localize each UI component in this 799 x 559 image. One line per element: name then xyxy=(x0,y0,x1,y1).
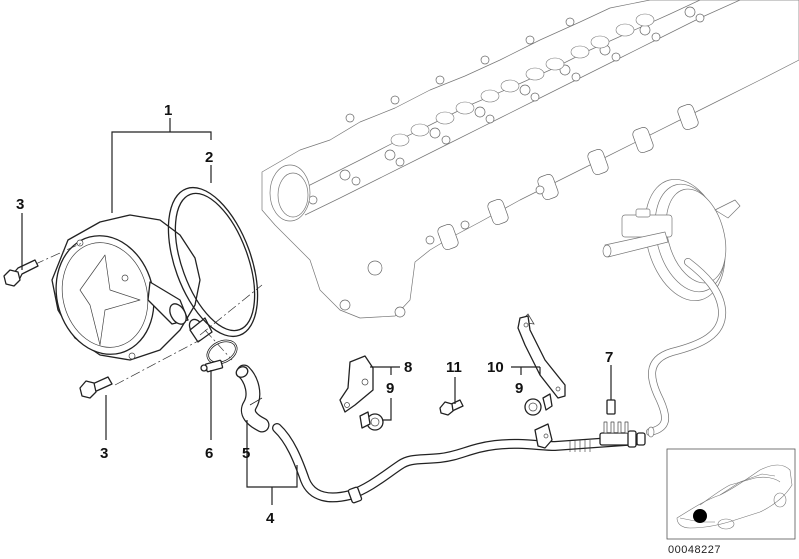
bolt-upper[interactable] xyxy=(3,259,39,287)
hose-clamp[interactable] xyxy=(200,337,240,373)
bolt-bracket[interactable] xyxy=(439,399,464,416)
callout-labels: 1 2 3 3 4 5 6 7 8 9 9 10 11 xyxy=(16,102,613,527)
o-ring[interactable] xyxy=(151,176,276,349)
callout-5: 5 xyxy=(242,445,250,462)
clip-left[interactable] xyxy=(359,411,384,431)
callout-1: 1 xyxy=(164,102,172,119)
callout-11: 11 xyxy=(446,359,462,376)
callout-6: 6 xyxy=(205,445,213,462)
clip-right[interactable] xyxy=(524,393,553,416)
bracket-right[interactable] xyxy=(517,315,566,399)
bolt-lower[interactable] xyxy=(79,376,113,399)
cap[interactable] xyxy=(606,399,616,415)
callout-7: 7 xyxy=(605,349,613,366)
vacuum-line[interactable] xyxy=(272,421,646,504)
callout-2: 2 xyxy=(205,149,213,166)
callout-8: 8 xyxy=(404,359,412,376)
callout-4: 4 xyxy=(266,510,275,527)
locator-highlight-dot xyxy=(693,509,707,523)
brake-booster xyxy=(602,178,741,438)
vacuum-pump[interactable] xyxy=(43,214,213,365)
locator-inset: 00048227 xyxy=(666,448,796,556)
callout-10: 10 xyxy=(487,359,504,376)
axis-upper-bolt xyxy=(17,242,83,273)
callout-3-lower: 3 xyxy=(100,445,108,462)
callout-3-upper: 3 xyxy=(16,196,24,213)
leader-lines xyxy=(21,118,612,505)
diagram-id: 00048227 xyxy=(668,544,721,556)
cylinder-head xyxy=(261,0,799,325)
bracket-left[interactable] xyxy=(339,355,374,413)
hose-elbow[interactable] xyxy=(234,364,270,433)
callout-9-right: 9 xyxy=(515,380,523,397)
callout-9-left: 9 xyxy=(386,380,394,397)
axis-hose xyxy=(204,329,233,361)
axis-lower-bolt xyxy=(114,339,201,386)
